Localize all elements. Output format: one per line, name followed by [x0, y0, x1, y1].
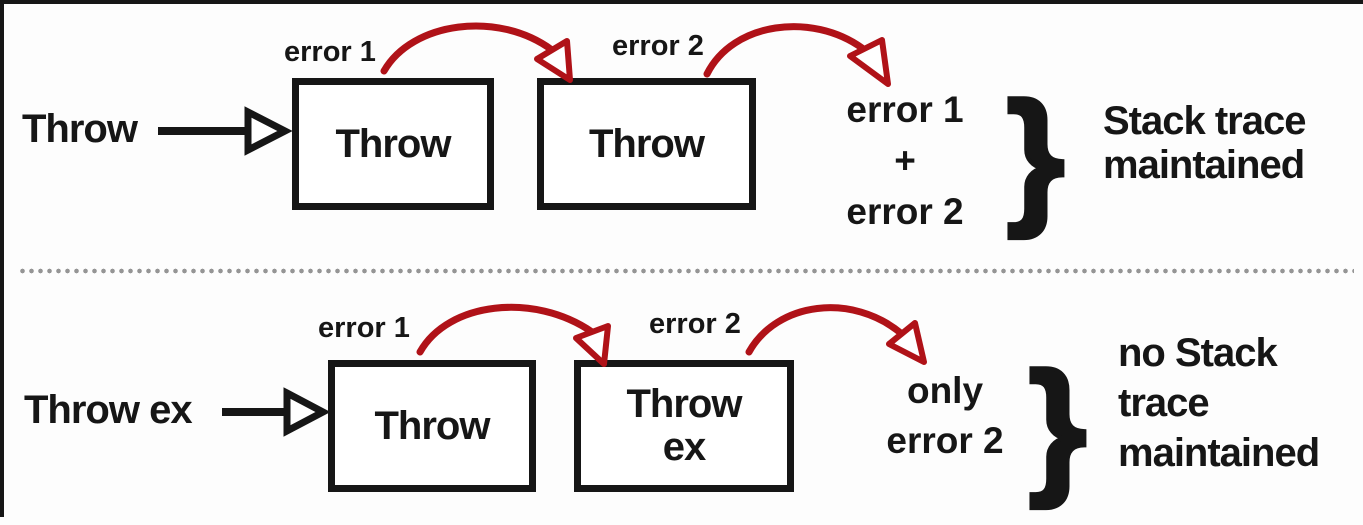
bottom-source-label: Throw ex — [24, 388, 193, 432]
bottom-catch-block-2: Throw ex — [574, 360, 794, 492]
top-result-line-3: error 2 — [846, 191, 964, 232]
bottom-red-arrowhead-1 — [573, 323, 611, 367]
bottom-curly-brace: } — [1026, 341, 1088, 509]
bottom-catch-block-1: Throw — [328, 360, 536, 492]
top-note-line-2: maintained — [1103, 143, 1305, 187]
top-result-text: error 1 + error 2 — [825, 84, 985, 237]
bottom-note-line-1: no Stack — [1118, 331, 1278, 375]
top-result-line-2: + — [894, 140, 916, 181]
top-curly-brace: } — [1004, 71, 1066, 239]
top-red-arc-1 — [380, 22, 556, 75]
top-note-text: Stack trace maintained — [1103, 99, 1306, 187]
bottom-red-arc-1 — [416, 303, 596, 356]
bottom-catch-block-1-label: Throw — [374, 403, 491, 448]
bottom-note-line-2: trace — [1118, 381, 1210, 425]
bottom-result-line-2: error 2 — [886, 420, 1004, 461]
bottom-note-text: no Stack trace maintained — [1118, 328, 1320, 478]
top-catch-block-2-label: Throw — [589, 121, 705, 166]
top-catch-block-1-label: Throw — [335, 121, 452, 166]
bottom-red-arrowhead-2 — [886, 320, 927, 365]
top-note-line-1: Stack trace — [1103, 99, 1306, 143]
bottom-error1-label: error 1 — [318, 312, 410, 344]
bottom-result-text: only error 2 — [870, 366, 1020, 466]
top-source-label: Throw — [22, 107, 138, 151]
top-red-arrowhead-2 — [847, 37, 891, 87]
section-divider — [18, 268, 1354, 274]
bottom-error2-label: error 2 — [649, 308, 741, 340]
bottom-result-line-1: only — [906, 370, 984, 411]
top-result-line-1: error 1 — [846, 89, 964, 130]
bottom-entry-arrow-head — [283, 387, 331, 437]
bottom-catch-block-2-line-1: Throw — [626, 382, 743, 426]
top-error1-label: error 1 — [284, 36, 376, 68]
top-error2-label: error 2 — [612, 30, 704, 62]
top-catch-block-1: Throw — [292, 78, 494, 210]
top-catch-block-2: Throw — [537, 78, 756, 210]
frame-top-border — [0, 0, 1363, 4]
bottom-note-line-3: maintained — [1118, 431, 1320, 475]
top-red-arrowhead-1 — [534, 38, 573, 83]
frame-left-border — [0, 0, 4, 517]
bottom-catch-block-2-line-2: ex — [662, 425, 706, 469]
bottom-red-arc-2 — [745, 304, 906, 356]
top-entry-arrow-head — [244, 106, 293, 156]
top-red-arc-2 — [703, 23, 866, 78]
